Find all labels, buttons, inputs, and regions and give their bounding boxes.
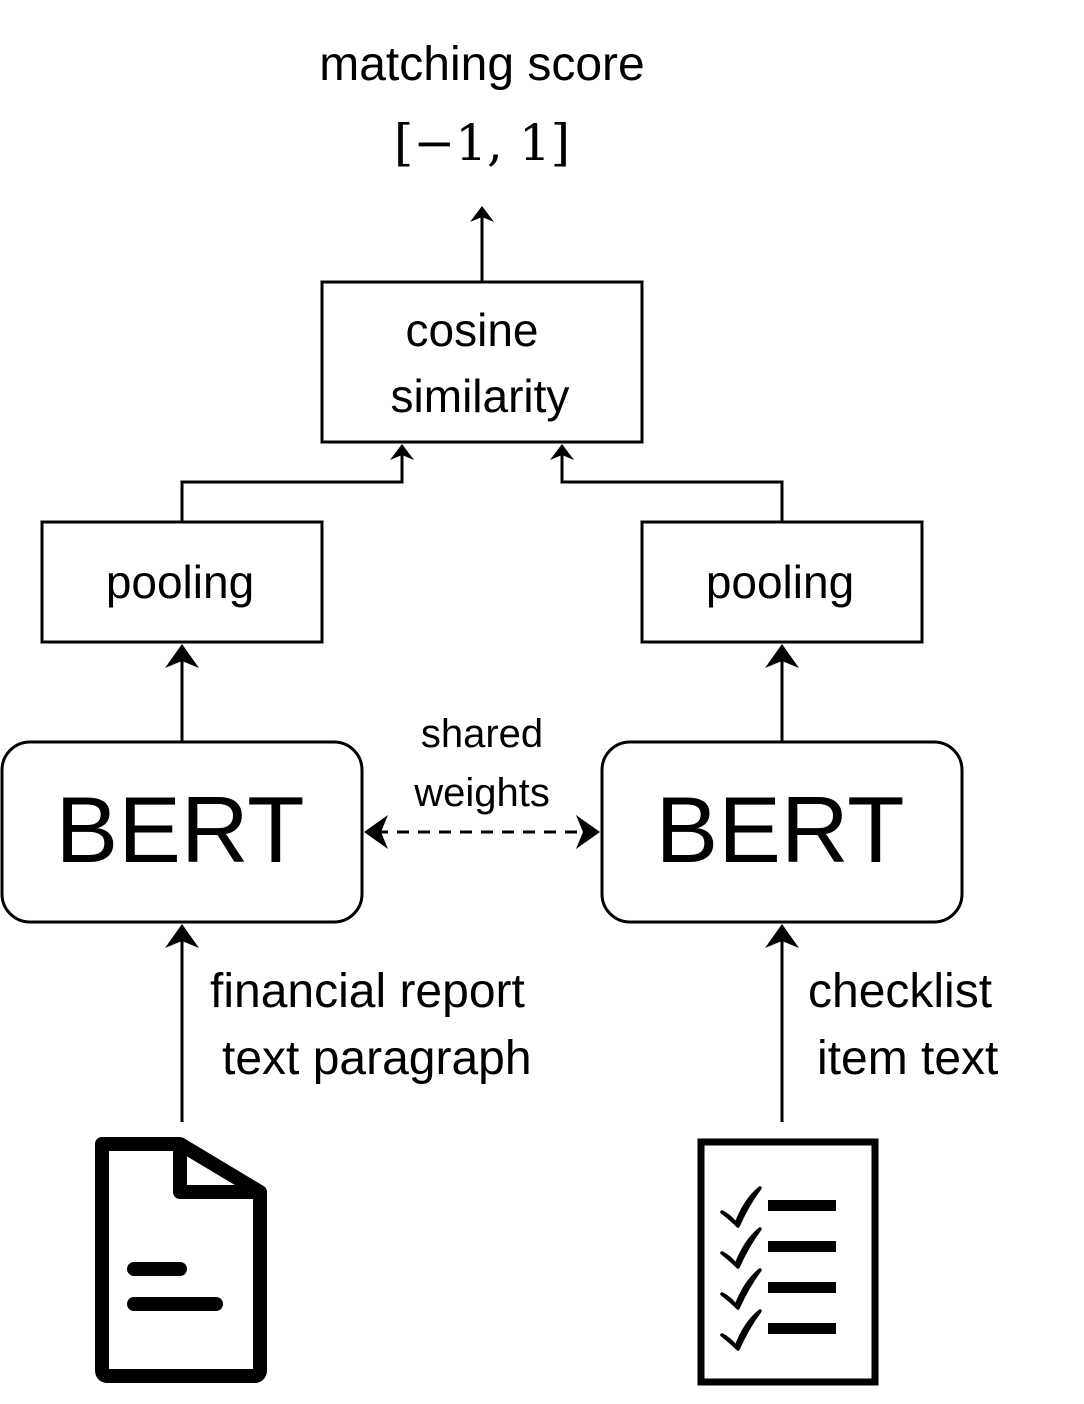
right-input-label-line2: item text [817, 1032, 998, 1085]
right-pooling-to-cosine-connector [550, 444, 784, 522]
bert-box-right [600, 740, 964, 924]
bert-label-left: BERT [56, 777, 305, 882]
cosine-label-line2: similarity [391, 370, 570, 422]
shared-weights-line2: weights [413, 771, 550, 815]
pooling-label-right: pooling [706, 556, 854, 608]
checklist-icon [697, 1138, 879, 1386]
pooling-box-left [40, 520, 324, 644]
pooling-box-right [640, 520, 924, 644]
bert-label-right: BERT [656, 777, 905, 882]
document-icon [95, 1137, 267, 1383]
pooling-label-left: pooling [106, 556, 254, 608]
left-input-label-line1: financial report [210, 965, 525, 1018]
matching-score-label: matching score [319, 38, 644, 91]
left-pooling-to-cosine-connector [180, 444, 414, 522]
right-input-label-line1: checklist [808, 965, 992, 1018]
shared-weights-line1: shared [421, 712, 543, 756]
cosine-label-line1: cosine [406, 304, 539, 356]
cosine-similarity-box [320, 280, 644, 444]
left-input-label-line2: text paragraph [222, 1032, 532, 1085]
score-range-label: [−1, 1] [394, 114, 570, 172]
bert-box-left [0, 740, 364, 924]
